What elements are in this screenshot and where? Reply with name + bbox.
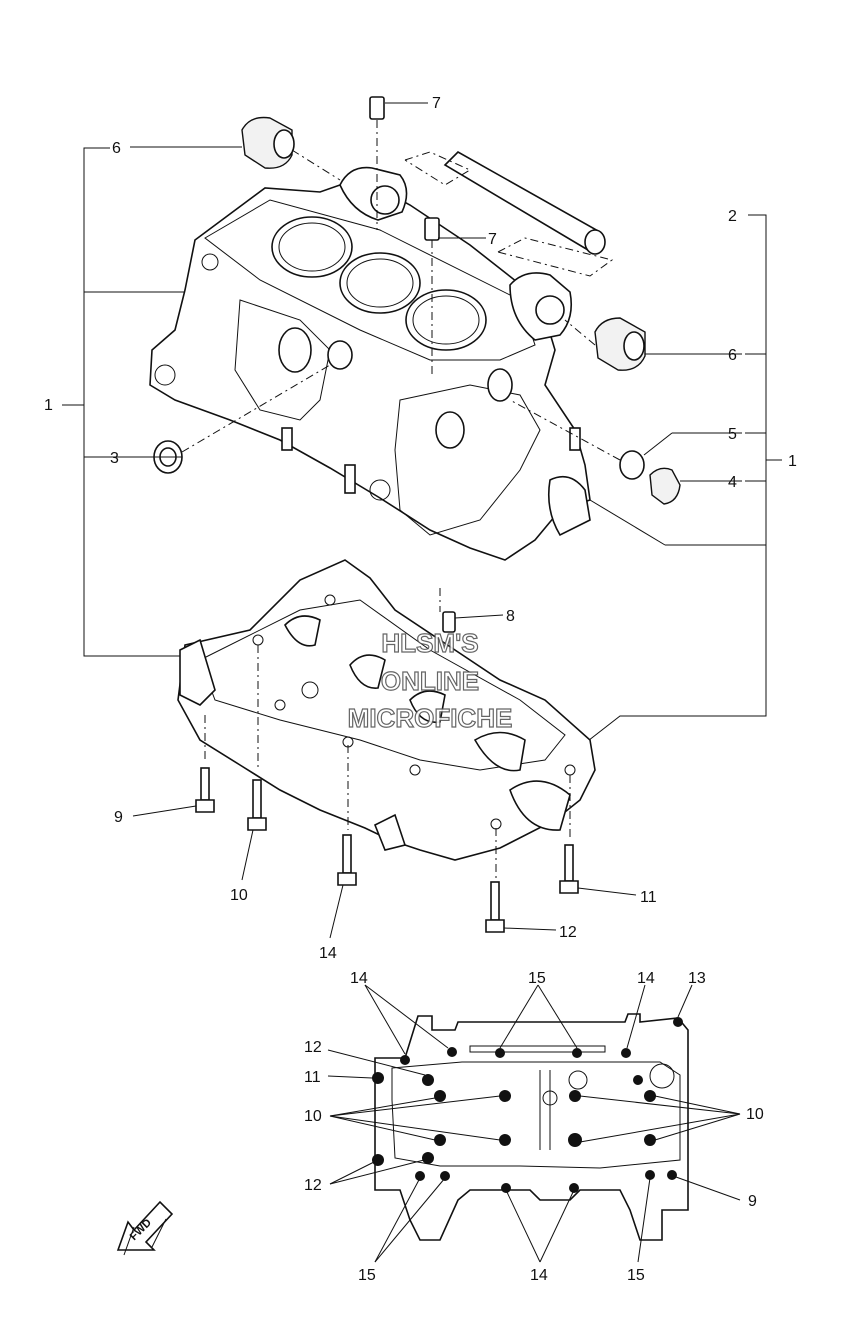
callout-1-left: 1 <box>44 397 53 414</box>
dowel-8 <box>442 611 456 633</box>
chart-label-15-top: 15 <box>528 970 546 987</box>
watermark-line-1: HLSM'S <box>381 628 478 658</box>
callout-1-right-bracket <box>583 214 782 745</box>
chart-label-14-top-right: 14 <box>637 970 655 987</box>
dowel-pins <box>369 96 440 375</box>
damper-top <box>241 116 341 181</box>
watermark-line-2: ONLINE <box>381 666 479 696</box>
callout-6-top: 6 <box>112 140 121 157</box>
callout-1-right: 1 <box>788 453 797 470</box>
chart-label-14-bottom: 14 <box>530 1267 548 1284</box>
chart-label-12-upper: 12 <box>304 1039 322 1056</box>
upper-crankcase <box>149 177 591 561</box>
chart-label-12-lower: 12 <box>304 1177 322 1194</box>
bolt-10 <box>247 779 267 831</box>
chart-label-9: 9 <box>748 1193 757 1210</box>
lower-crankcase <box>177 559 596 880</box>
tightening-sequence-chart: 14 15 14 13 12 11 10 10 12 9 15 14 15 <box>304 970 764 1284</box>
callout-6-right: 6 <box>728 347 737 364</box>
bolt-12 <box>485 881 505 933</box>
callout-3: 3 <box>110 450 119 467</box>
callout-9: 9 <box>114 809 123 826</box>
chart-label-10-right: 10 <box>746 1106 764 1123</box>
chart-label-10-left: 10 <box>304 1108 322 1125</box>
callout-11: 11 <box>640 889 657 906</box>
bolt-11 <box>559 844 579 894</box>
callout-4: 4 <box>728 474 737 491</box>
chart-label-15-bottom-right: 15 <box>627 1267 645 1284</box>
callout-8: 8 <box>506 608 515 625</box>
watermark: HLSM'S ONLINE MICROFICHE <box>347 627 513 733</box>
watermark-line-3: MICROFICHE <box>348 703 513 733</box>
bolt-14 <box>337 834 357 886</box>
callout-7-top: 7 <box>432 95 441 112</box>
callout-1-left-bracket <box>62 147 190 657</box>
fwd-arrow-icon: FWD <box>116 1200 174 1256</box>
callout-14: 14 <box>319 945 337 962</box>
callout-7-mid: 7 <box>488 231 497 248</box>
chart-label-11: 11 <box>304 1069 321 1086</box>
mount-shaft <box>404 151 614 277</box>
chart-label-13: 13 <box>688 970 706 987</box>
bolt-9 <box>195 767 215 813</box>
chart-label-14-top-left: 14 <box>350 970 368 987</box>
callout-10: 10 <box>230 887 248 904</box>
damper-right <box>564 317 646 371</box>
o-ring-and-plug <box>509 399 681 505</box>
callout-2: 2 <box>728 208 737 225</box>
engine-mount-bracket <box>339 166 573 341</box>
callout-5: 5 <box>728 426 737 443</box>
callout-12: 12 <box>559 924 577 941</box>
chart-label-15-bottom-left: 15 <box>358 1267 376 1284</box>
leader-lines <box>102 102 742 939</box>
